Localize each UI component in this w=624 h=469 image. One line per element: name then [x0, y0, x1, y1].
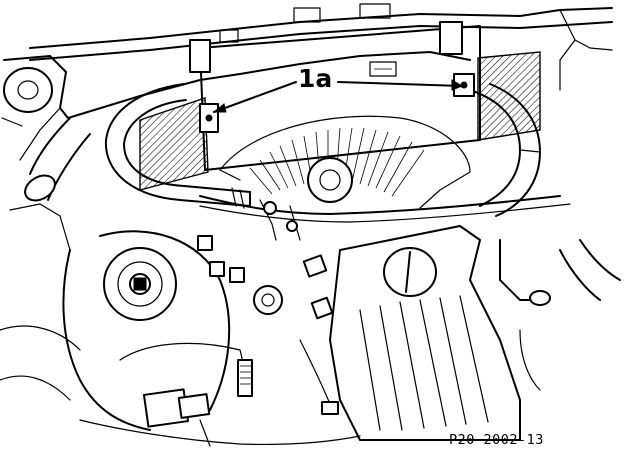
radiator-cross-member — [19, 3, 613, 161]
lower-radiator-hose — [469, 83, 541, 217]
thermostat-housing — [197, 235, 334, 320]
ground-cable — [499, 239, 621, 391]
left-headlight-housing — [1, 55, 67, 127]
figure-code: P20-2002-13 — [449, 432, 544, 448]
cylinder-head — [329, 225, 521, 441]
sensor-connector — [119, 342, 253, 428]
camshaft-pulley — [103, 247, 177, 321]
cooling-fan — [219, 115, 471, 209]
wiring-harness — [199, 195, 571, 241]
radiator-core — [139, 21, 541, 191]
callout-label: 1a — [298, 64, 333, 93]
timing-belt-cover — [0, 230, 231, 431]
callout-leader-lines — [212, 79, 464, 113]
bottom-wiring — [79, 339, 361, 447]
hose-clamp-left — [199, 103, 219, 133]
air-intake-duct — [9, 117, 91, 251]
upper-radiator-hose — [104, 83, 251, 209]
